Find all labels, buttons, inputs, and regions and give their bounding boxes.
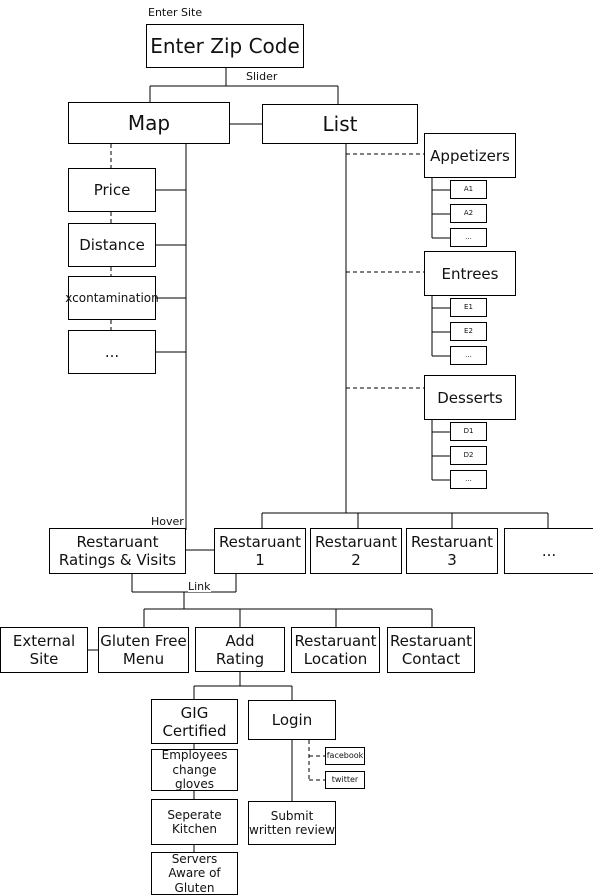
restaurant-box[interactable]: Restaruant 2 xyxy=(310,528,402,574)
appetizer-item[interactable]: A2 xyxy=(450,204,487,223)
restaurant-ratings-visits-box[interactable]: Restaruant Ratings & Visits xyxy=(49,528,186,574)
filter-price-box[interactable]: Price xyxy=(68,168,156,212)
desserts-box[interactable]: Desserts xyxy=(424,375,516,420)
employees-change-gloves-box[interactable]: Employees change gloves xyxy=(151,748,238,791)
login-box[interactable]: Login xyxy=(248,700,336,740)
seperate-kitchen-box[interactable]: Seperate Kitchen xyxy=(151,799,238,845)
restaurant-box[interactable]: Restaruant 3 xyxy=(406,528,498,574)
filter-xcontamination-box[interactable]: xcontamination xyxy=(65,276,159,320)
facebook-box[interactable]: facebook xyxy=(325,747,365,765)
dessert-item[interactable]: D2 xyxy=(450,446,487,465)
add-rating-box[interactable]: Add Rating xyxy=(195,627,285,672)
gluten-free-menu-box[interactable]: Gluten Free Menu xyxy=(98,627,189,673)
entrees-box[interactable]: Entrees xyxy=(424,251,516,296)
dessert-item[interactable]: ... xyxy=(450,470,487,489)
enter-site-label: Enter Site xyxy=(148,6,203,19)
servers-aware-box[interactable]: Servers Aware of Gluten xyxy=(151,852,238,895)
list-box[interactable]: List xyxy=(262,104,418,144)
gig-certified-box[interactable]: GIG Certified xyxy=(151,699,238,744)
dessert-item[interactable]: D1 xyxy=(450,422,487,441)
restaurant-contact-box[interactable]: Restaruant Contact xyxy=(387,627,475,673)
restaurant-more-box[interactable]: ... xyxy=(504,528,593,574)
hover-label: Hover xyxy=(151,515,184,528)
twitter-box[interactable]: twitter xyxy=(325,771,365,789)
entree-item[interactable]: E2 xyxy=(450,322,487,341)
slider-label: Slider xyxy=(246,70,278,83)
appetizers-box[interactable]: Appetizers xyxy=(424,133,516,178)
filter-distance-box[interactable]: Distance xyxy=(68,223,156,267)
map-box[interactable]: Map xyxy=(68,102,230,144)
restaurant-box[interactable]: Restaruant 1 xyxy=(214,528,306,574)
appetizer-item[interactable]: ... xyxy=(450,228,487,247)
enter-zip-code-box[interactable]: Enter Zip Code xyxy=(146,24,304,68)
link-label: Link xyxy=(188,580,211,593)
entree-item[interactable]: E1 xyxy=(450,298,487,317)
filter-more-box[interactable]: ... xyxy=(68,330,156,374)
restaurant-location-box[interactable]: Restaruant Location xyxy=(291,627,380,673)
appetizer-item[interactable]: A1 xyxy=(450,180,487,199)
entree-item[interactable]: ... xyxy=(450,346,487,365)
external-site-box[interactable]: External Site xyxy=(0,627,88,673)
submit-written-review-box[interactable]: Submit written review xyxy=(248,801,336,845)
